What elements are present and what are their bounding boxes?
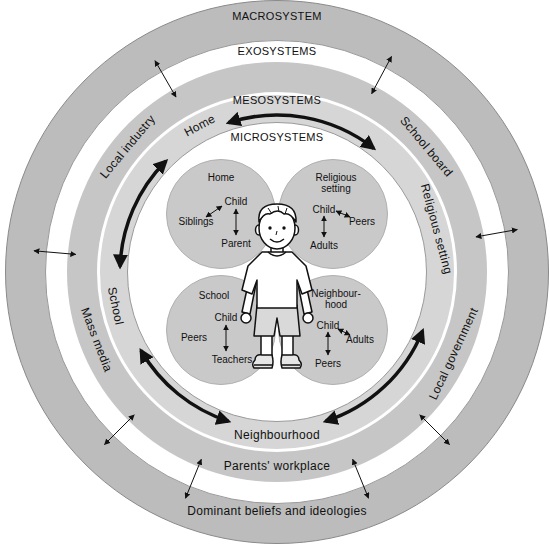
mesosystem-arrow [141, 351, 229, 422]
child-hair [259, 204, 296, 222]
interaction-arrow [236, 209, 237, 235]
system-label: MESOSYSTEMS [233, 94, 321, 106]
setting-label: Teachers [212, 354, 253, 365]
child-hand [303, 313, 313, 323]
interaction-arrow [353, 459, 369, 498]
circle-outline [279, 276, 388, 385]
mesosystem-arrow [326, 331, 423, 422]
interaction-arrow [372, 57, 392, 94]
setting-label: Peers [315, 358, 341, 369]
setting-label: Child [313, 204, 336, 215]
interaction-arrow [336, 211, 350, 217]
interaction-arrow [226, 325, 227, 351]
child-arm [242, 280, 256, 314]
child-shoe [253, 355, 273, 368]
circle-outline [99, 94, 456, 451]
mesosystem-arrow [120, 161, 166, 267]
ring-fill [67, 62, 487, 482]
setting-label: Religious setting [304, 172, 368, 194]
mesosystem-band: MESOSYSTEMSHomeReligious settingSchoolNe… [97, 92, 457, 452]
child-ear [292, 225, 299, 235]
interaction-arrow [324, 216, 325, 237]
child-nose [276, 231, 277, 235]
circle-outline [167, 160, 276, 269]
setting-label: Child [317, 320, 340, 331]
setting-label: School [199, 290, 230, 301]
interaction-arrow [206, 206, 222, 217]
system-label: Neighbourhood [234, 429, 320, 442]
interaction-arrows [34, 57, 517, 499]
circle-outline [6, 1, 549, 544]
macrosystem-band: MACROSYSTEM Dominant beliefs and ideologi… [5, 0, 549, 544]
child-eye [268, 226, 271, 229]
system-label: EXOSYSTEMS [238, 45, 317, 57]
system-label: Dominant beliefs and ideologies [187, 505, 366, 518]
interaction-arrow [155, 61, 176, 97]
node-outline [127, 122, 427, 422]
child-head [259, 207, 295, 249]
exosystem-band: EXOSYSTEMSLocal industrySchool boardMass… [45, 40, 509, 504]
child-arm [298, 280, 312, 314]
system-label: Parents' workplace [224, 460, 330, 473]
microsystem-area: MICROSYSTEMSHomeChildSiblingsParentRelig… [127, 122, 427, 422]
interaction-arrow [338, 329, 350, 335]
child-shoe [281, 355, 301, 368]
child-leg [282, 332, 293, 360]
shoe-sole [282, 364, 300, 366]
setting-label: Peers [181, 332, 207, 343]
setting-label: Adults [310, 240, 338, 251]
system-label: MICROSYSTEMS [231, 131, 324, 143]
circle-outline [46, 41, 509, 504]
mesosystem-arrows [120, 115, 423, 421]
child-shorts [254, 305, 300, 336]
circle-outline [128, 123, 427, 422]
interaction-arrow [328, 332, 329, 355]
child-ear [256, 225, 263, 235]
microsystem-circle: HomeChildSiblingsParent [166, 159, 276, 269]
setting-label: Child [215, 312, 238, 323]
microsystem-circle: SchoolChildPeersTeachers [166, 275, 276, 385]
setting-label: Neighbour- hood [304, 288, 368, 310]
system-label: MACROSYSTEM [232, 10, 321, 22]
setting-label: Parent [221, 238, 250, 249]
interaction-arrow [105, 415, 135, 445]
setting-label: Adults [346, 334, 374, 345]
child-mouth [270, 239, 284, 242]
circle-outline [167, 276, 276, 385]
child-figure [241, 204, 313, 368]
shoe-sole [254, 364, 272, 366]
child-neck [271, 244, 283, 254]
interaction-arrow [476, 230, 517, 237]
microsystem-circle: Neighbour- hoodChildAdultsPeers [278, 275, 388, 385]
setting-label: Child [225, 196, 248, 207]
child-eye [282, 226, 285, 229]
child-hand [241, 313, 251, 323]
setting-label: Peers [349, 216, 375, 227]
child-shirt [242, 252, 312, 308]
shirt-collar [268, 252, 286, 256]
interaction-arrow [420, 415, 450, 445]
interaction-arrow [34, 251, 76, 255]
setting-label: Home [208, 172, 235, 183]
circle-outline [279, 160, 388, 269]
microsystem-circle: Religious settingChildPeersAdults [278, 159, 388, 269]
hair-strands [268, 206, 287, 214]
child-leg [261, 332, 272, 360]
setting-label: Siblings [178, 216, 213, 227]
interaction-arrow [186, 459, 202, 498]
mesosystem-arrow [229, 115, 374, 148]
